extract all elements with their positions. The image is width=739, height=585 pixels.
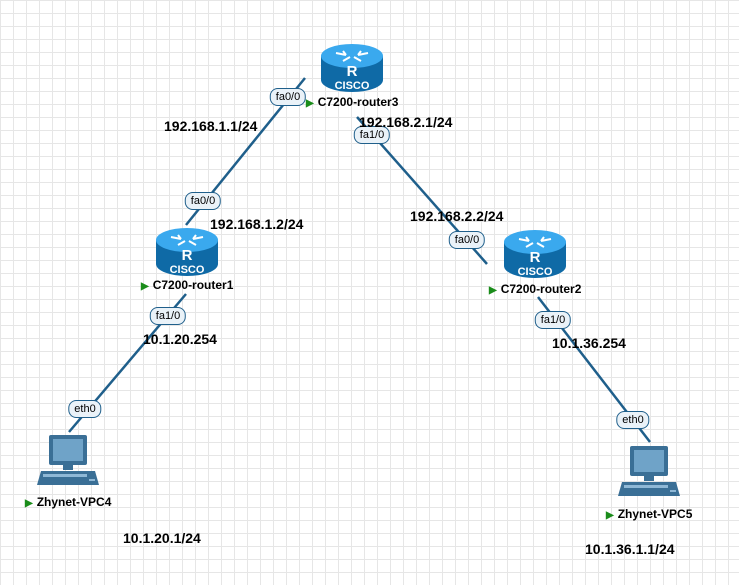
port-vpc4-eth0[interactable]: eth0 (68, 400, 102, 418)
pc-icon (37, 435, 99, 485)
router1-label[interactable]: ▶C7200-router1 (141, 278, 234, 292)
ip-vpc4: 10.1.20.1/24 (123, 530, 201, 546)
ip-vpc5: 10.1.36.1.1/24 (585, 541, 675, 557)
router1-device[interactable]: R CISCO (154, 226, 220, 278)
router-icon: R CISCO (504, 230, 566, 278)
port-router2-fa0-0[interactable]: fa0/0 (448, 231, 486, 249)
play-icon: ▶ (489, 285, 497, 296)
port-router3-fa1-0[interactable]: fa1/0 (353, 126, 391, 144)
vpc4-label[interactable]: ▶Zhynet-VPC4 (25, 495, 112, 509)
play-icon: ▶ (606, 510, 614, 521)
ip-router3-fa1-0: 192.168.2.1/24 (359, 114, 453, 130)
ip-router1-fa0-0: 192.168.1.2/24 (210, 216, 304, 232)
port-vpc5-eth0[interactable]: eth0 (616, 411, 650, 429)
play-icon: ▶ (306, 98, 314, 109)
router-icon: R CISCO (321, 44, 383, 92)
svg-text:CISCO: CISCO (170, 264, 205, 276)
vpc5-label[interactable]: ▶Zhynet-VPC5 (606, 507, 693, 521)
svg-text:R: R (530, 249, 541, 266)
play-icon: ▶ (141, 281, 149, 292)
ip-router2-fa0-0: 192.168.2.2/24 (410, 208, 504, 224)
ip-router3-fa0-0: 192.168.1.1/24 (164, 118, 258, 134)
pc-icon (618, 446, 680, 496)
port-router3-fa0-0[interactable]: fa0/0 (269, 88, 307, 106)
vpc4-device[interactable] (35, 433, 101, 499)
port-router2-fa1-0[interactable]: fa1/0 (534, 311, 572, 329)
svg-text:R: R (182, 247, 193, 264)
play-icon: ▶ (25, 498, 33, 509)
port-router1-fa1-0[interactable]: fa1/0 (149, 307, 187, 325)
router2-label[interactable]: ▶C7200-router2 (489, 282, 582, 296)
router2-device[interactable]: R CISCO (502, 228, 568, 280)
router3-device[interactable]: R CISCO (319, 42, 385, 94)
ip-router2-fa1-0: 10.1.36.254 (552, 335, 626, 351)
svg-text:R: R (347, 63, 358, 80)
svg-text:CISCO: CISCO (335, 80, 370, 92)
vpc5-device[interactable] (616, 444, 682, 510)
ip-router1-fa1-0: 10.1.20.254 (143, 331, 217, 347)
router3-label[interactable]: ▶C7200-router3 (306, 95, 399, 109)
port-router1-fa0-0[interactable]: fa0/0 (184, 192, 222, 210)
router-icon: R CISCO (156, 228, 218, 276)
svg-text:CISCO: CISCO (518, 266, 553, 278)
